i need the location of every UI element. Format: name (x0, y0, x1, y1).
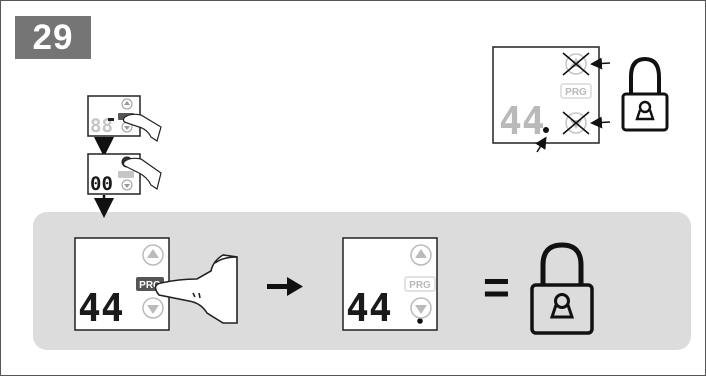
dot-indicator (543, 127, 549, 133)
prg-button-small[interactable] (118, 171, 134, 178)
padlock-icon (623, 59, 667, 130)
dot-indicator (417, 318, 423, 324)
faded-digits: 44 (499, 99, 545, 143)
small-panel-2: 00 (88, 154, 161, 195)
display-digits: 44 (78, 286, 124, 330)
padlock-icon (532, 245, 592, 333)
right-arrow-icon (267, 277, 303, 296)
band-display-2: 44 PRG (343, 238, 437, 330)
display-digits: 44 (346, 286, 392, 330)
band-display-1: 44 PRG (75, 238, 169, 330)
zero-digits: 00 (90, 173, 113, 195)
svg-text:PRG: PRG (409, 280, 431, 291)
dash-segment (108, 118, 114, 121)
pointer-arrow (593, 122, 610, 123)
locked-display-detail: 44 PRG (493, 47, 610, 152)
small-panel-1: 88 (88, 96, 161, 141)
equals-sign: = (483, 261, 510, 313)
pointer-arrow (593, 63, 610, 64)
prg-label-faded: PRG (565, 87, 587, 98)
